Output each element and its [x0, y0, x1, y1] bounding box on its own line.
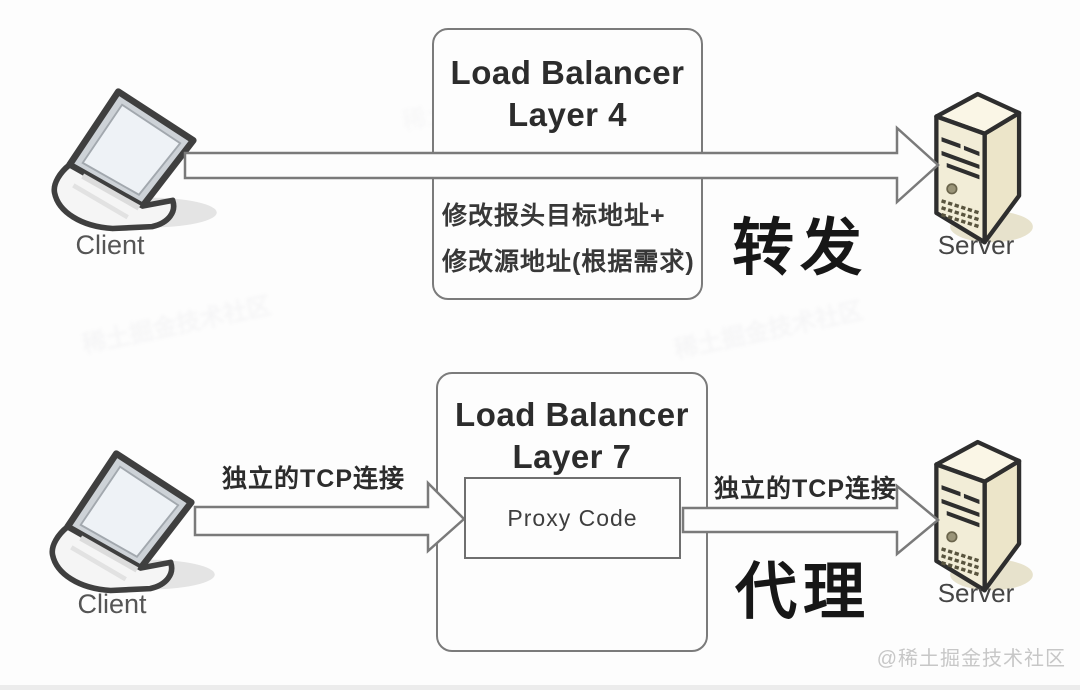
lb4-title-line2: Layer 4: [507, 96, 628, 133]
forwarding-mode-label: 转发: [732, 214, 869, 283]
lb7-title-line1: Load Balancer: [455, 396, 689, 433]
server-tower-icon: [912, 430, 1040, 598]
client-label-top: Client: [75, 230, 145, 260]
server-label-bottom: Server: [937, 578, 1015, 608]
proxy-code-box: Proxy Code: [464, 477, 681, 559]
laptop-icon: [26, 448, 231, 598]
server-label-top: Server: [937, 230, 1015, 260]
lb7-title-line2: Layer 7: [512, 438, 632, 475]
lb4-note-modify-dest: 修改报头目标地址+: [442, 202, 666, 230]
proxy-mode-label: 代理: [735, 558, 872, 627]
tcp-connection-label-left: 独立的TCP连接: [222, 465, 406, 493]
lb4-title-line1: Load Balancer: [450, 54, 685, 91]
faint-watermark: 稀土掘金技术社区: [79, 292, 274, 359]
faint-watermark: 稀土掘金技术社区: [671, 297, 866, 364]
client-label-bottom: Client: [77, 589, 147, 619]
server-tower-icon: [912, 82, 1040, 250]
tcp-connection-label-right: 独立的TCP连接: [714, 475, 898, 503]
community-watermark: @稀土掘金技术社区: [876, 648, 1066, 670]
laptop-icon: [28, 86, 233, 236]
bottom-edge-strip: [0, 685, 1080, 690]
proxy-code-label: Proxy Code: [507, 504, 638, 531]
lb4-note-modify-src: 修改源地址(根据需求): [442, 248, 695, 276]
